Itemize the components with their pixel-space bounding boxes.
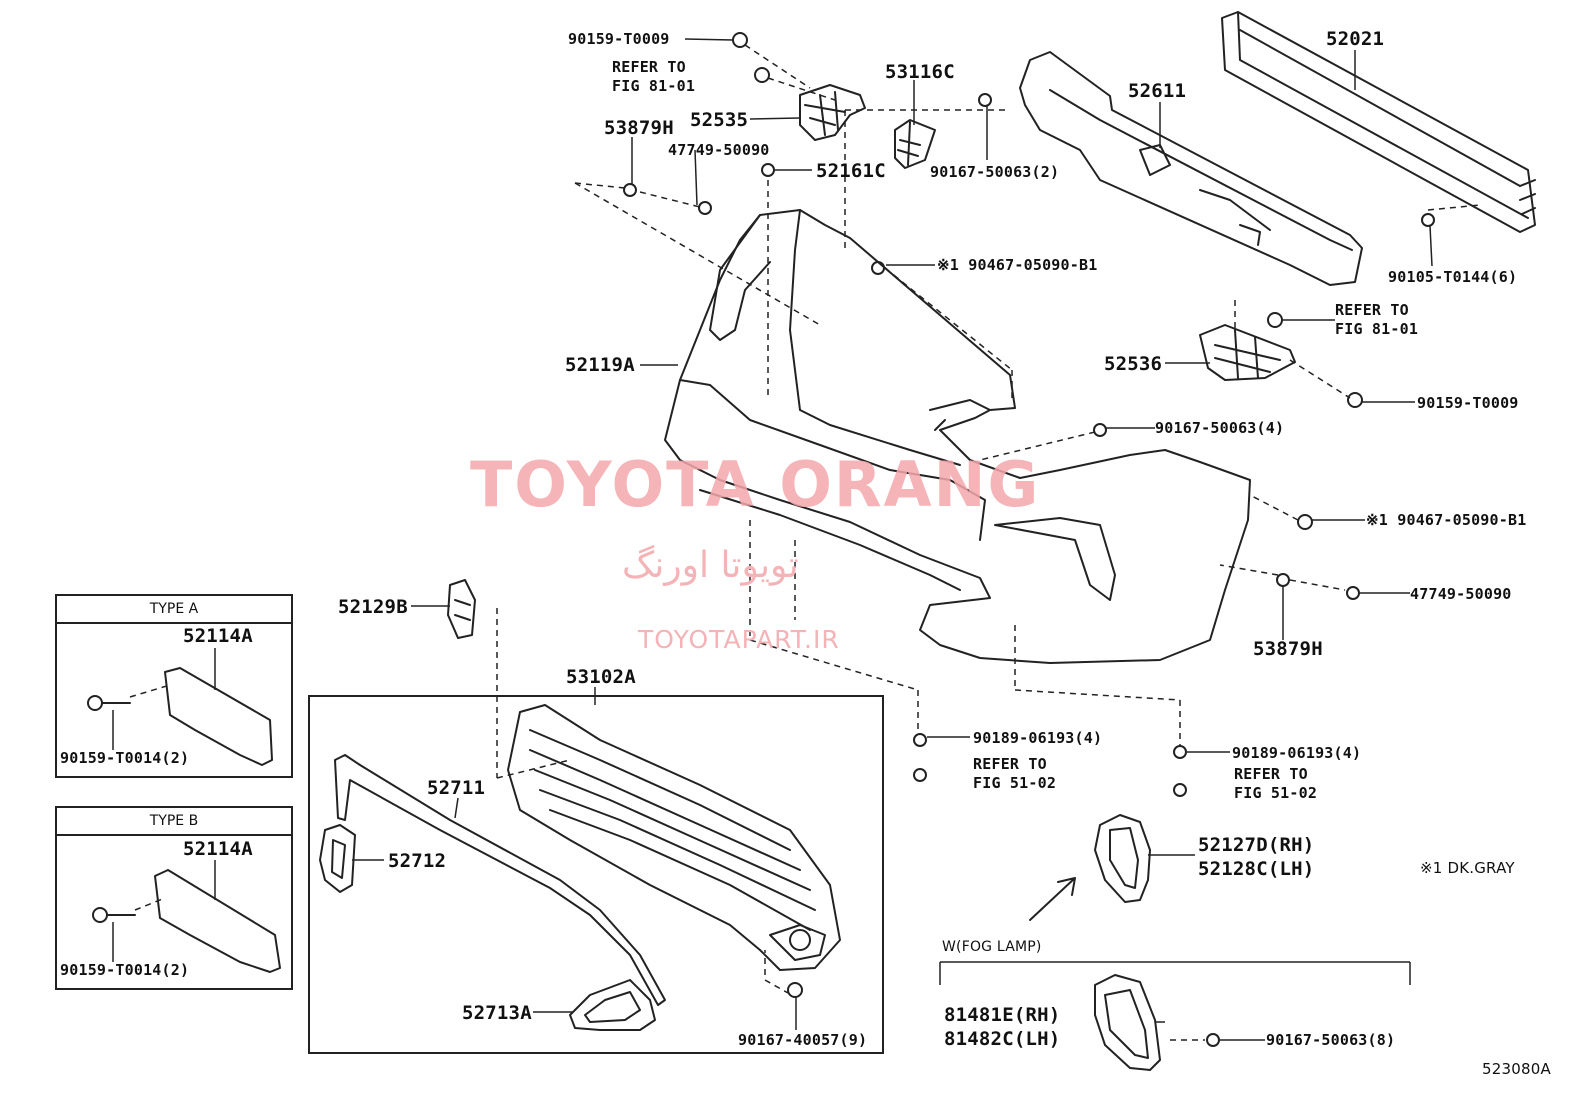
type-a-part-label: 52114A: [183, 625, 253, 647]
label-47749-50090-top: 47749-50090: [668, 141, 770, 159]
label-53102A: 53102A: [566, 666, 636, 688]
bracket-53116C: [894, 119, 936, 169]
fog-lamp-81481E: [1094, 974, 1161, 1071]
energy-absorber-52611: [1019, 51, 1363, 286]
label-52161C: 52161C: [816, 160, 886, 182]
label-90159-T0009-right: 90159-T0009: [1417, 394, 1519, 412]
label-52713A: 52713A: [462, 1002, 532, 1024]
grille-53102A: [507, 704, 841, 971]
type-b-box: TYPE B: [55, 806, 293, 990]
bracket-type-b: [92, 869, 281, 973]
label-90159-T0009-top: 90159-T0009: [568, 30, 670, 48]
label-90467-05090-B1-top: ※1 90467-05090-B1: [937, 256, 1098, 274]
label-refer-51-02-b1: REFER TO: [1234, 765, 1308, 783]
type-b-title: TYPE B: [57, 808, 291, 836]
label-90467-05090-B1-right: ※1 90467-05090-B1: [1366, 511, 1527, 529]
label-refer-81-01-right-a: REFER TO: [1335, 301, 1409, 319]
label-90105-T0144: 90105-T0144(6): [1388, 268, 1518, 286]
label-52611: 52611: [1128, 80, 1187, 102]
type-b-bolt-label: 90159-T0014(2): [60, 961, 190, 979]
label-90167-50063-4: 90167-50063(4): [1155, 419, 1285, 437]
label-refer-51-02-a2: FIG 51-02: [973, 774, 1057, 792]
label-52119A: 52119A: [565, 354, 635, 376]
label-52128C: 52128C(LH): [1198, 858, 1315, 880]
label-52129B: 52129B: [338, 596, 408, 618]
type-a-bolt-label: 90159-T0014(2): [60, 749, 190, 767]
label-52021: 52021: [1326, 28, 1385, 50]
label-53879H-top: 53879H: [604, 117, 674, 139]
bumper-cover-52119A: [664, 209, 1251, 664]
molding-52711: [334, 754, 666, 1006]
label-90189-06193-b: 90189-06193(4): [1232, 744, 1362, 762]
type-b-part-label: 52114A: [183, 838, 253, 860]
label-52127D: 52127D(RH): [1198, 834, 1315, 856]
label-52536: 52536: [1104, 353, 1163, 375]
diagram-id: 523080A: [1482, 1060, 1551, 1078]
label-52712: 52712: [388, 850, 447, 872]
bracket-type-a: [87, 667, 273, 766]
label-fog-lamp-title: W(FOG LAMP): [942, 939, 1042, 955]
label-47749-50090-right: 47749-50090: [1410, 585, 1512, 603]
label-90167-50063-8: 90167-50063(8): [1266, 1031, 1396, 1049]
label-53879H-right: 53879H: [1253, 638, 1323, 660]
label-90167-50063-2: 90167-50063(2): [930, 163, 1060, 181]
label-52535: 52535: [690, 109, 749, 131]
label-81482C: 81482C(LH): [944, 1028, 1061, 1050]
fog-cover-52127D: [1029, 814, 1151, 921]
label-53116C: 53116C: [885, 61, 955, 83]
label-refer-81-01-top-b: FIG 81-01: [612, 77, 696, 95]
retainer-52536: [1199, 324, 1296, 381]
note-dk-gray: ※1 DK.GRAY: [1420, 859, 1515, 877]
retainer-52535: [799, 84, 866, 141]
type-a-box: TYPE A: [55, 594, 293, 778]
label-90189-06193-a: 90189-06193(4): [973, 729, 1103, 747]
label-refer-51-02-a1: REFER TO: [973, 755, 1047, 773]
bracket-52129B: [447, 579, 476, 639]
grille-assembly-box: [308, 695, 884, 1054]
molding-52712: [319, 824, 356, 893]
label-52711: 52711: [427, 777, 486, 799]
molding-52713A: [569, 979, 656, 1031]
label-refer-51-02-b2: FIG 51-02: [1234, 784, 1318, 802]
label-refer-81-01-top-a: REFER TO: [612, 58, 686, 76]
type-a-title: TYPE A: [57, 596, 291, 624]
label-90167-40057: 90167-40057(9): [738, 1031, 868, 1049]
label-refer-81-01-right-b: FIG 81-01: [1335, 320, 1419, 338]
reinforcement-bar-52021: [1221, 11, 1536, 233]
label-81481E: 81481E(RH): [944, 1004, 1061, 1026]
